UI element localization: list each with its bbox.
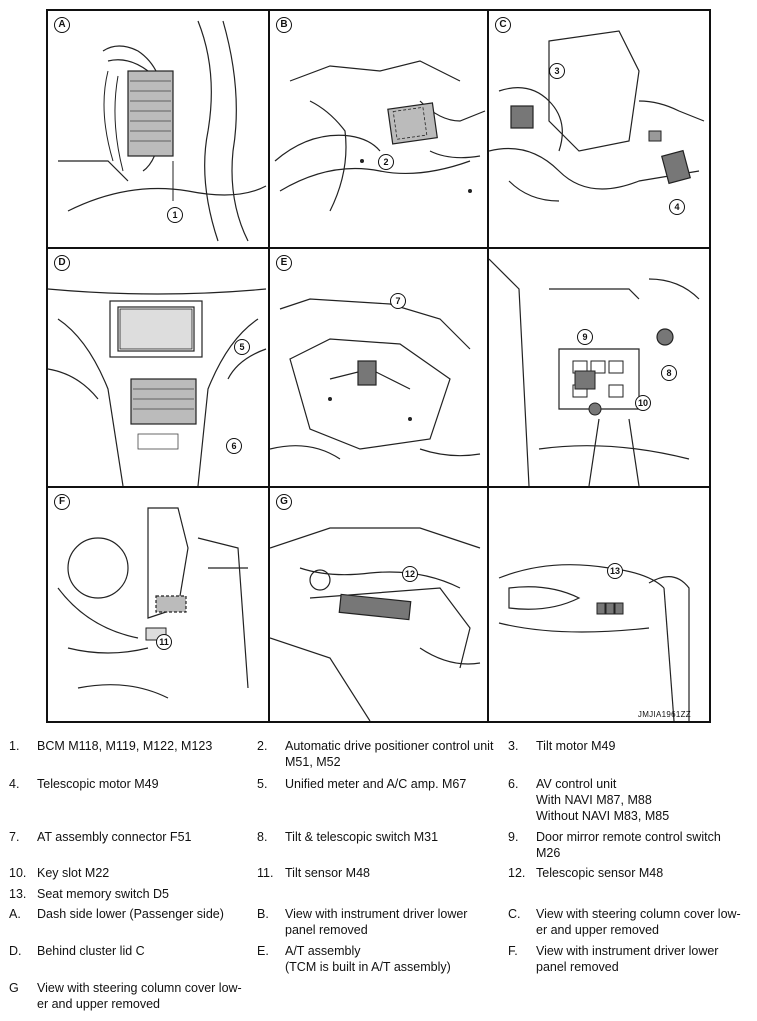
callout-9: 9 (577, 329, 593, 345)
grid-divider (48, 247, 709, 249)
callout-12: 12 (402, 566, 418, 582)
panel-label: C (495, 17, 511, 33)
panel-b-illustration (274, 60, 486, 212)
component-location-figure: A 1 B 2 (46, 9, 711, 723)
panel-c-illustration (489, 30, 705, 202)
panel-d-illustration (48, 288, 267, 486)
callout-6: 6 (226, 438, 242, 454)
figure-code: JMJIA1961ZZ (637, 710, 691, 719)
panel-f-illustration (57, 507, 249, 699)
panel-b: B 2 (270, 11, 487, 247)
callout-1: 1 (167, 207, 183, 223)
callout-7: 7 (390, 293, 406, 309)
panel-e: E 7 (270, 249, 487, 486)
panel-label: B (276, 17, 292, 33)
panel-a: A 1 (48, 11, 268, 247)
panel-g: G 12 (270, 488, 487, 721)
callout-3: 3 (549, 63, 565, 79)
panel-g-illustration (270, 527, 481, 721)
callout-5: 5 (234, 339, 250, 355)
panel-switches-illustration (489, 258, 700, 486)
panel-a-illustration (58, 20, 267, 242)
callout-2: 2 (378, 154, 394, 170)
panel-label: G (276, 494, 292, 510)
panel-f: F 11 (48, 488, 268, 721)
callout-13: 13 (607, 563, 623, 579)
panel-label: E (276, 255, 292, 271)
panel-e-illustration (270, 298, 481, 460)
grid-divider (487, 11, 489, 721)
panel-label: A (54, 17, 70, 33)
callout-11: 11 (156, 634, 172, 650)
callout-10: 10 (635, 395, 651, 411)
panel-door-illustration (498, 564, 690, 721)
panel-switches: 9 8 10 (489, 249, 709, 486)
panel-d: D 5 6 (48, 249, 268, 486)
callout-4: 4 (669, 199, 685, 215)
panel-label: D (54, 255, 70, 271)
grid-divider (268, 11, 270, 721)
panel-label: F (54, 494, 70, 510)
grid-divider (48, 486, 709, 488)
panel-c: C 3 4 (489, 11, 709, 247)
callout-8: 8 (661, 365, 677, 381)
panel-door: 13 JMJIA1961ZZ (489, 488, 709, 721)
